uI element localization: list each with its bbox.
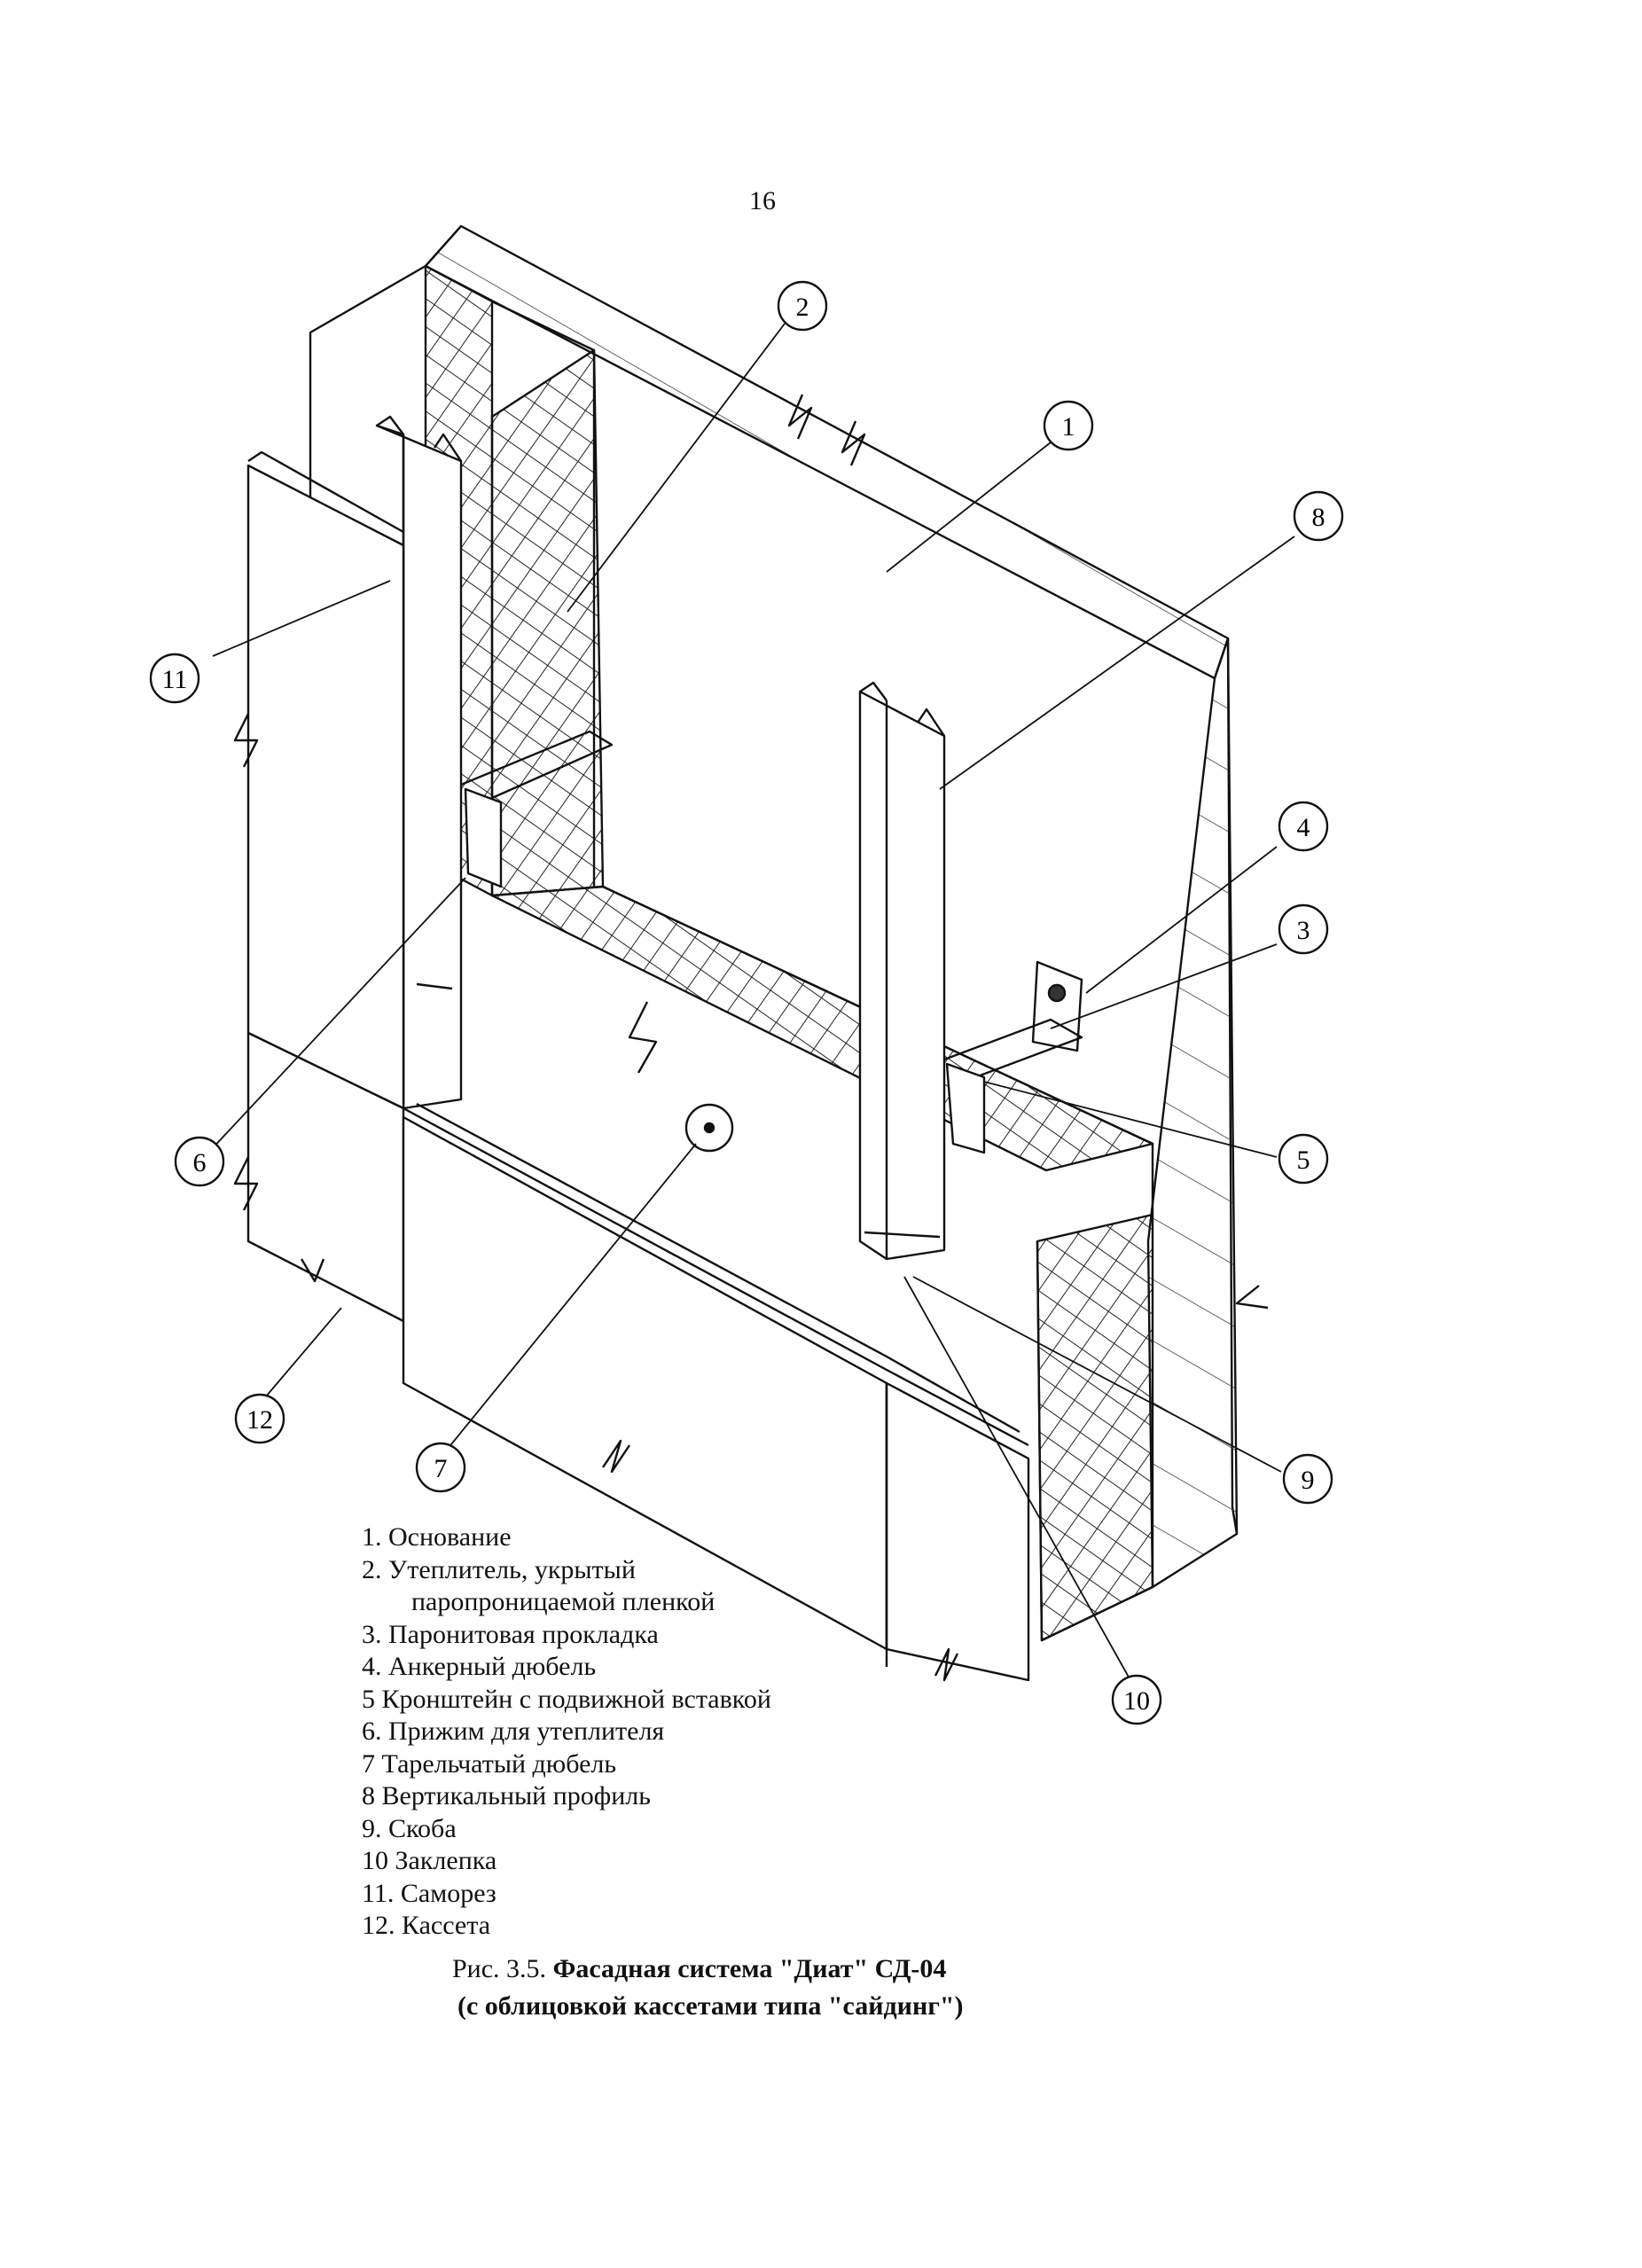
callout-1: 1	[1043, 400, 1094, 451]
callouts: 1 2 3 4 5 6 7	[149, 280, 1344, 1725]
callout-label-8: 8	[1312, 503, 1325, 532]
legend-item-9: 9. Скоба	[362, 1813, 457, 1843]
callout-label-9: 9	[1302, 1466, 1315, 1495]
callout-9: 9	[1282, 1453, 1333, 1505]
siding-cassettes	[233, 450, 1030, 1682]
callout-label-1: 1	[1062, 412, 1075, 442]
legend-item-5: 5 Кронштейн с подвижной вставкой	[362, 1684, 771, 1714]
caption-title: Фасадная система "Диат" СД-04	[552, 1954, 947, 1983]
vertical-profile-right	[858, 681, 946, 1261]
figure-caption: Рис. 3.5. Фасадная система "Диат" СД-04 …	[452, 1951, 964, 2025]
leader-lines	[207, 323, 1295, 1681]
callout-label-3: 3	[1297, 916, 1310, 945]
callout-11: 11	[149, 653, 200, 704]
callout-4: 4	[1278, 801, 1329, 852]
legend-item-4: 4. Анкерный дюбель	[362, 1652, 597, 1681]
callout-label-2: 2	[796, 293, 809, 322]
callout-label-11: 11	[162, 665, 188, 694]
callout-8: 8	[1293, 490, 1344, 542]
legend-item-2: 2. Утеплитель, укрытый	[362, 1554, 636, 1584]
caption-subtitle: (с облицовкой кассетами типа "сайдинг")	[457, 1991, 964, 2021]
caption-prefix: Рис. 3.5.	[452, 1954, 547, 1983]
callout-label-12: 12	[246, 1405, 273, 1435]
callout-label-6: 6	[193, 1148, 207, 1177]
callout-label-5: 5	[1297, 1146, 1310, 1175]
callout-6: 6	[174, 1136, 225, 1187]
callout-12: 12	[234, 1393, 285, 1444]
callout-2: 2	[777, 280, 828, 332]
base-wall	[309, 224, 1269, 1642]
legend-item-6: 6. Прижим для утеплителя	[362, 1717, 665, 1746]
legend-item-1: 1. Основание	[362, 1522, 512, 1552]
bracket-assembly	[460, 730, 1083, 1154]
callout-label-4: 4	[1297, 813, 1310, 842]
callout-3: 3	[1278, 903, 1329, 955]
plate-dowel	[684, 1103, 734, 1153]
legend-item-2-continued: паропроницаемой пленкой	[411, 1587, 715, 1616]
callout-10: 10	[1111, 1674, 1162, 1725]
legend-item-8: 8 Вертикальный профиль	[362, 1781, 651, 1810]
legend: 1. Основание 2. Утеплитель, укрытый паро…	[362, 1521, 771, 1943]
callout-5: 5	[1278, 1133, 1329, 1185]
callout-label-7: 7	[434, 1454, 448, 1483]
legend-item-11: 11. Саморез	[362, 1878, 497, 1908]
callout-label-10: 10	[1123, 1686, 1150, 1716]
legend-item-12: 12. Кассета	[362, 1911, 491, 1940]
callout-7: 7	[415, 1442, 466, 1493]
legend-item-10: 10 Заклепка	[362, 1846, 497, 1875]
legend-item-3: 3. Паронитовая прокладка	[362, 1619, 659, 1649]
page-number: 16	[749, 186, 776, 215]
legend-item-7: 7 Тарельчатый дюбель	[362, 1748, 617, 1779]
